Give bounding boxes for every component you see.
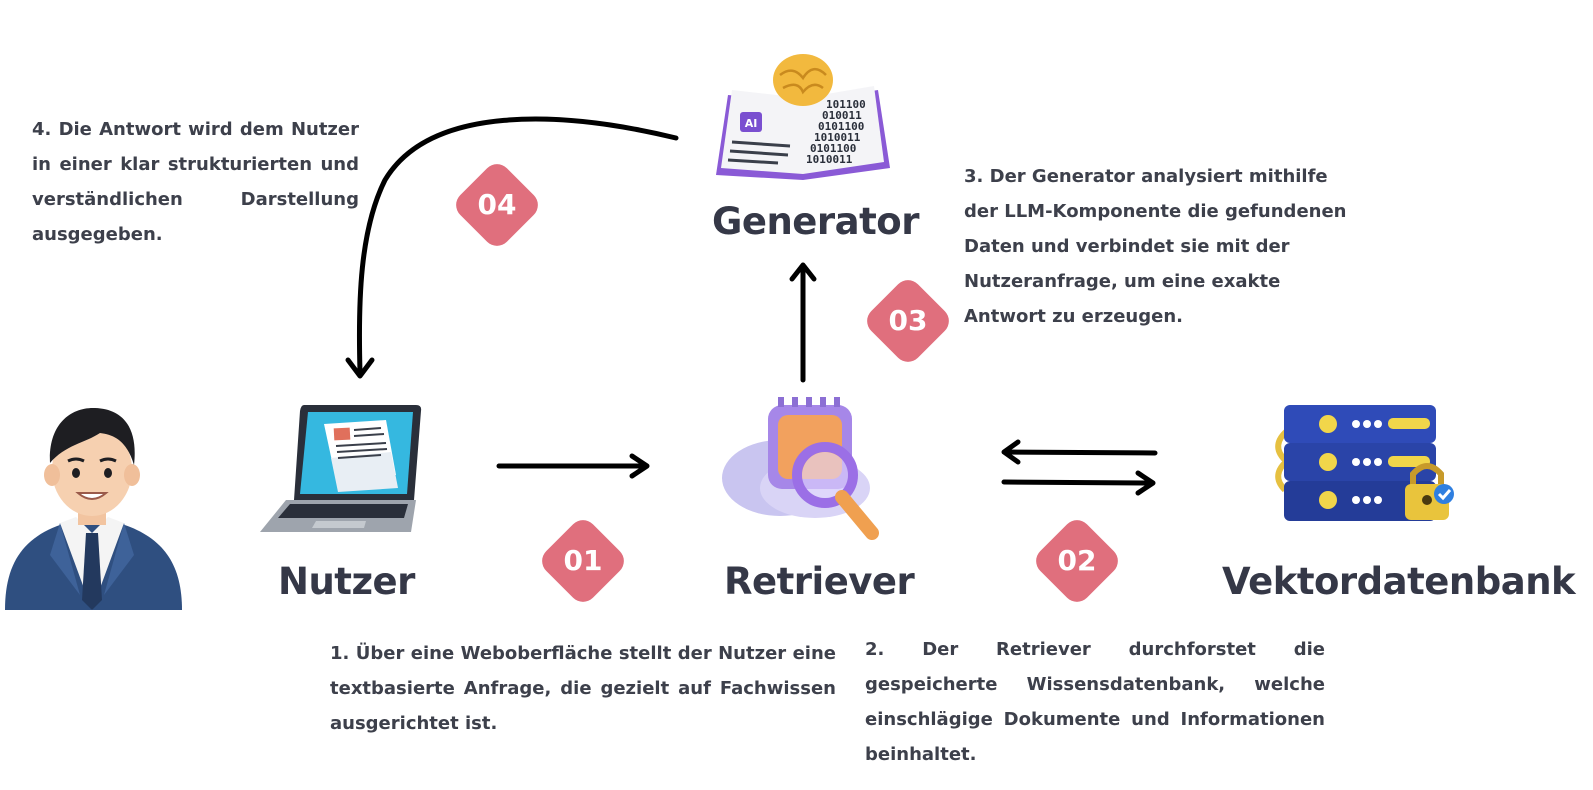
businessman-avatar-icon xyxy=(5,407,182,610)
arrowhead-nutzer xyxy=(345,357,375,379)
vektordatenbank-title: Vektordatenbank xyxy=(1222,560,1576,603)
step-4-description: 4. Die Antwort wird dem Nutzer in einer … xyxy=(32,119,359,245)
step-3-description: 3. Der Generator analysiert mithilfe der… xyxy=(964,166,1347,327)
ai-chip-magnifier-icon xyxy=(722,397,879,540)
binary-line: 0101100 xyxy=(810,142,856,155)
arrow-retriever-to-db xyxy=(1001,479,1155,486)
step-2-description: 2. Der Retriever durchforstet die gespei… xyxy=(865,639,1325,765)
binary-line: 1010011 xyxy=(806,153,853,166)
binary-line: 010011 xyxy=(822,109,862,122)
generator-title: Generator xyxy=(712,200,919,243)
binary-line: 1010011 xyxy=(814,131,861,144)
binary-line: 101100 xyxy=(826,98,866,111)
ai-chip-label: AI xyxy=(745,117,758,130)
ai-book-brain-icon: AI 101100 010011 0101100 1010011 0101100… xyxy=(716,54,890,180)
step-1-description: 1. Über eine Weboberfläche stellt der Nu… xyxy=(330,643,836,734)
laptop-icon xyxy=(260,405,422,532)
nutzer-title: Nutzer xyxy=(278,560,415,603)
binary-line: 0101100 xyxy=(818,120,864,133)
arrow-generator-to-nutzer xyxy=(356,116,679,375)
arrow-db-to-retriever xyxy=(1002,449,1158,456)
retriever-title: Retriever xyxy=(724,560,915,603)
database-server-lock-icon xyxy=(1275,405,1454,521)
